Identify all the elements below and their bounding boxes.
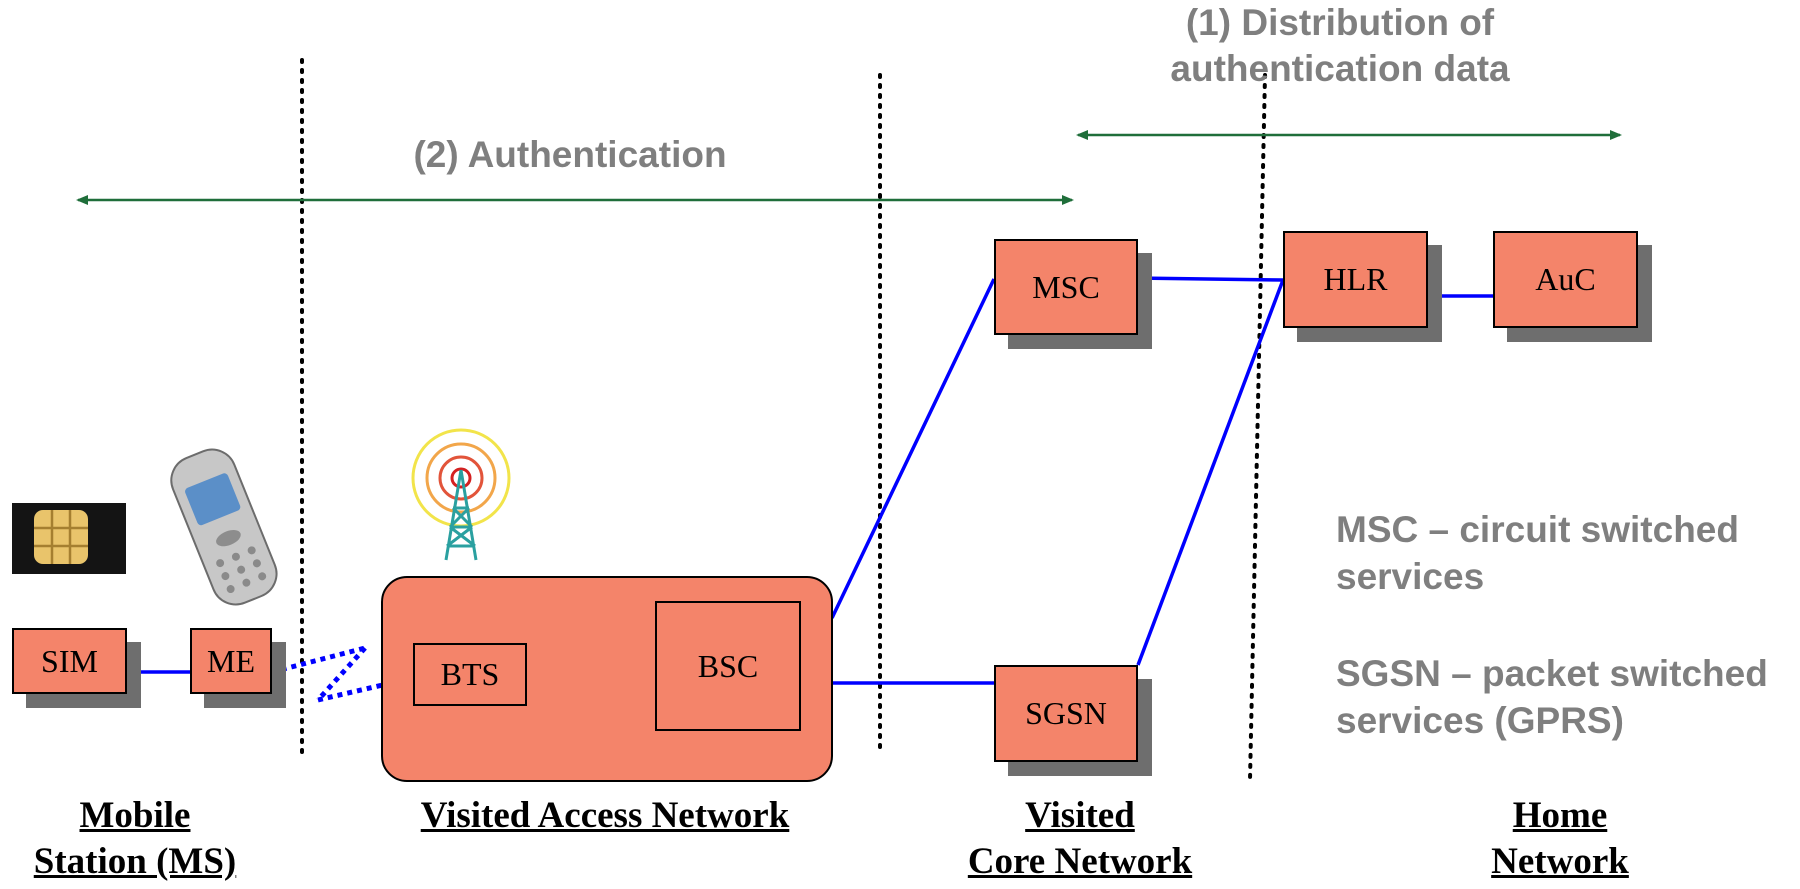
authentication-heading: (2) Authentication (390, 132, 750, 178)
sgsn-box[interactable]: SGSN (994, 665, 1138, 762)
zone-home: Home Network (1460, 793, 1660, 885)
zone-visited-core: Visited Core Network (935, 793, 1225, 885)
bts-label: BTS (440, 656, 500, 692)
zone-visited-access: Visited Access Network (360, 793, 850, 839)
sim-card-icon (12, 503, 126, 574)
zone-visited-access-label: Visited Access Network (420, 795, 790, 836)
link-panel-msc (830, 278, 996, 619)
auc-box[interactable]: AuC (1493, 231, 1638, 328)
auc-label: AuC (1535, 261, 1596, 297)
radio-link-diagonal (316, 646, 367, 702)
zone-mobile-station-line1: Mobile (79, 795, 191, 836)
legend-sgsn-line2: services (GPRS) (1336, 700, 1624, 741)
separator-core-home (1248, 73, 1267, 782)
sgsn-label: SGSN (1025, 695, 1107, 731)
bsc-box[interactable]: BSC (655, 601, 801, 731)
mobile-phone-icon (170, 448, 278, 606)
hlr-label: HLR (1323, 261, 1388, 297)
bts-box[interactable]: BTS (413, 643, 527, 706)
legend-msc: MSC – circuit switched services (1336, 506, 1739, 600)
distribution-heading: (1) Distribution of authentication data (1100, 0, 1580, 92)
link-msc-hlr (1137, 276, 1284, 282)
msc-label: MSC (1032, 268, 1100, 305)
legend-msc-line1: MSC – circuit switched (1336, 509, 1739, 550)
distribution-heading-line2: authentication data (1170, 48, 1510, 89)
legend-sgsn: SGSN – packet switched services (GPRS) (1336, 650, 1768, 744)
visited-access-network-panel (381, 576, 833, 782)
me-box[interactable]: ME (190, 628, 272, 694)
zone-mobile-station: Mobile Station (MS) (10, 793, 260, 885)
zone-mobile-station-line2: Station (MS) (33, 841, 237, 882)
zone-visited-core-line1: Visited (1025, 795, 1135, 836)
me-label: ME (207, 642, 255, 679)
legend-msc-line2: services (1336, 556, 1485, 597)
hlr-box[interactable]: HLR (1283, 231, 1428, 328)
radio-link-upper (271, 645, 366, 675)
authentication-heading-text: (2) Authentication (413, 134, 727, 175)
link-sgsn-hlr (1136, 279, 1285, 666)
distribution-heading-line1: (1) Distribution of (1185, 2, 1495, 43)
zone-visited-core-line2: Core Network (967, 841, 1193, 882)
legend-sgsn-line1: SGSN – packet switched (1336, 653, 1768, 694)
sim-box[interactable]: SIM (12, 628, 127, 694)
antenna-tower-icon (411, 428, 511, 561)
msc-box[interactable]: MSC (994, 239, 1138, 335)
bsc-label: BSC (697, 647, 759, 684)
zone-home-line2: Network (1491, 841, 1629, 882)
sim-label: SIM (41, 642, 98, 679)
zone-home-line1: Home (1512, 795, 1608, 836)
